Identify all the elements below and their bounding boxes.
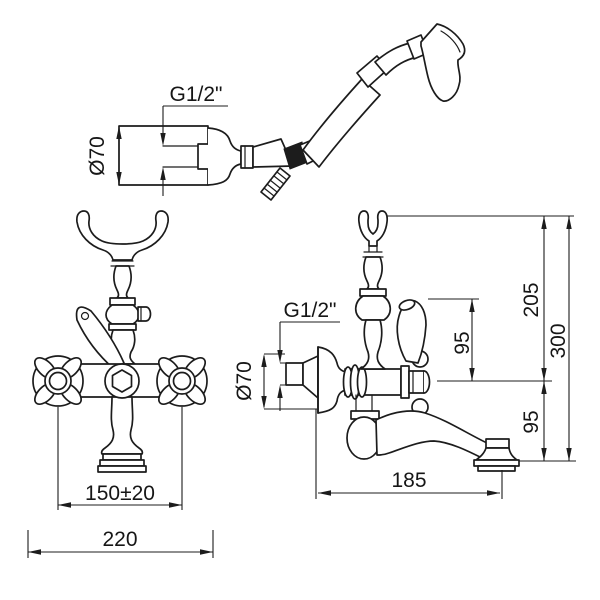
handle-spacing-dim-label: 150±20 bbox=[85, 482, 155, 505]
spout-front bbox=[100, 396, 144, 455]
lever-height-dim-label: 95 bbox=[451, 331, 474, 354]
side-thread-dim-label: G1/2" bbox=[284, 299, 337, 322]
porcelain-lever bbox=[396, 299, 427, 364]
spout-reach-dim-label: 185 bbox=[391, 469, 426, 492]
overall-width-dim-label: 220 bbox=[102, 528, 137, 551]
diverter-knob bbox=[137, 306, 152, 322]
wall-escutcheon bbox=[317, 346, 347, 414]
spout-drop-dim-label: 95 bbox=[520, 410, 543, 433]
spout-outlet bbox=[477, 465, 516, 472]
front-view: 150±20 220 bbox=[27, 210, 214, 558]
cross-handle-left bbox=[32, 355, 84, 407]
escutcheon-diameter-dim-label: Ø70 bbox=[233, 361, 256, 401]
diverter-lever bbox=[75, 306, 125, 370]
side-view: G1/2" Ø70 95 205 95 300 185 bbox=[233, 210, 576, 499]
shower-head bbox=[420, 23, 466, 102]
holder-escutcheon bbox=[207, 127, 242, 186]
center-boss bbox=[104, 363, 140, 399]
wall-nipple bbox=[285, 362, 304, 386]
spout-side bbox=[375, 410, 490, 459]
cradle-fork-side bbox=[357, 210, 389, 247]
cradle-fork bbox=[76, 210, 169, 261]
cross-handle-right bbox=[156, 355, 208, 407]
holder-diameter-dim-label: Ø70 bbox=[86, 136, 109, 176]
shower-handle bbox=[302, 78, 381, 168]
hand-shower bbox=[252, 23, 466, 201]
overall-height-dim-label: 300 bbox=[547, 323, 570, 358]
cradle-height-dim-label: 205 bbox=[520, 282, 543, 317]
thread-dim-label: G1/2" bbox=[170, 83, 223, 106]
holder-detail-view: G1/2" Ø70 bbox=[86, 83, 254, 196]
